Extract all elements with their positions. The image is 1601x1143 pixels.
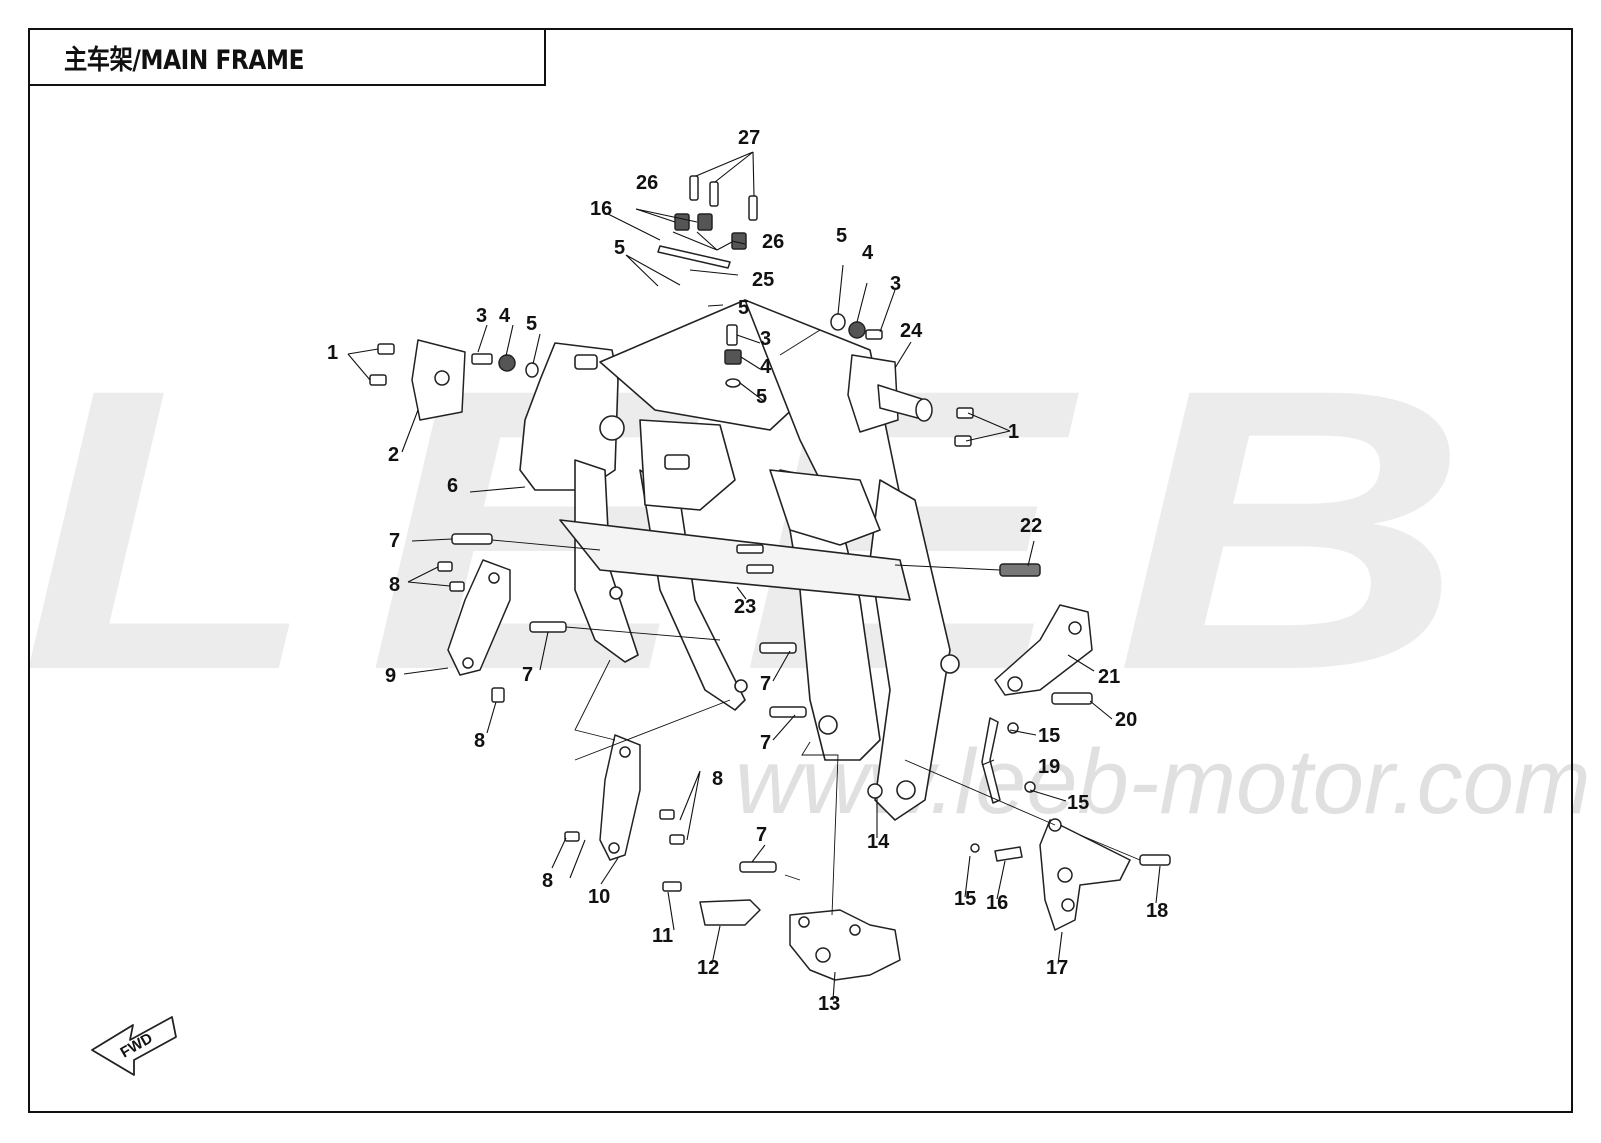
callout-3-mid: 3 xyxy=(760,328,771,350)
callout-4-left: 4 xyxy=(499,305,511,327)
callout-19: 19 xyxy=(1038,756,1060,778)
callout-21: 21 xyxy=(1098,666,1120,688)
fwd-arrow-icon xyxy=(91,1016,177,1076)
callout-15-b: 15 xyxy=(1067,792,1089,814)
callout-25: 25 xyxy=(752,269,774,291)
clamp-part-12 xyxy=(699,899,761,926)
callout-4-right: 4 xyxy=(862,242,874,264)
footrest-plate-part-10 xyxy=(599,734,641,861)
callout-13: 13 xyxy=(818,993,840,1015)
callout-7-e: 7 xyxy=(756,824,767,846)
callout-5-mid: 5 xyxy=(738,297,749,319)
callout-7-a: 7 xyxy=(389,530,400,552)
bracket-part-21 xyxy=(994,604,1093,696)
drawing-border xyxy=(28,28,1573,1113)
callout-1-left: 1 xyxy=(327,342,338,364)
callout-9: 9 xyxy=(385,665,396,687)
leader-lines xyxy=(347,151,1161,1001)
callout-12: 12 xyxy=(697,957,719,979)
callout-14: 14 xyxy=(867,831,890,853)
alignment-lines xyxy=(491,329,1141,916)
callout-27: 27 xyxy=(738,127,760,149)
main-frame-part xyxy=(519,299,960,821)
callout-16-lower: 16 xyxy=(986,892,1008,914)
footrest-assembly-part-13 xyxy=(789,909,901,981)
page-title: 主车架/MAIN FRAME xyxy=(64,45,305,76)
callout-6: 6 xyxy=(447,475,458,497)
strip-part-16-top xyxy=(657,245,731,269)
callout-7-d: 7 xyxy=(760,732,771,754)
callout-5-left: 5 xyxy=(526,313,537,335)
small-parts xyxy=(91,175,1171,1076)
head-plate-part-24 xyxy=(847,354,899,433)
strip-part-16-lower xyxy=(994,846,1023,862)
callout-3-right: 3 xyxy=(890,273,901,295)
callout-11: 11 xyxy=(652,925,673,947)
title-box: 主车架/MAIN FRAME xyxy=(28,28,546,86)
callout-5-top: 5 xyxy=(614,237,625,259)
stay-part-19 xyxy=(981,717,1001,804)
callout-20: 20 xyxy=(1115,709,1137,731)
callout-16-top: 16 xyxy=(590,198,612,220)
callout-4-mid: 4 xyxy=(760,356,772,378)
callout-5-lower: 5 xyxy=(756,386,767,408)
callout-1-right: 1 xyxy=(1008,421,1019,443)
callout-3-left: 3 xyxy=(476,305,487,327)
callout-8-a: 8 xyxy=(389,574,400,596)
callout-15-c: 15 xyxy=(954,888,976,910)
callout-10: 10 xyxy=(588,886,610,908)
callout-22: 22 xyxy=(1020,515,1042,537)
callout-5-right: 5 xyxy=(836,225,847,247)
callout-2: 2 xyxy=(388,444,399,466)
callout-labels: 1 2 3 4 5 6 7 8 9 7 8 27 26 16 26 5 25 5… xyxy=(327,127,1168,1015)
callout-18: 18 xyxy=(1146,900,1168,922)
callout-26-right: 26 xyxy=(762,231,784,253)
callout-24: 24 xyxy=(900,320,923,342)
callout-17: 17 xyxy=(1046,957,1068,979)
callout-8-b: 8 xyxy=(474,730,485,752)
callout-8-c: 8 xyxy=(712,768,723,790)
callout-15-a: 15 xyxy=(1038,725,1060,747)
callout-26-left: 26 xyxy=(636,172,658,194)
callout-8-d: 8 xyxy=(542,870,553,892)
callout-23: 23 xyxy=(734,596,756,618)
callout-7-b: 7 xyxy=(522,664,533,686)
callout-7-c: 7 xyxy=(760,673,771,695)
footrest-plate-part-9 xyxy=(447,559,511,676)
